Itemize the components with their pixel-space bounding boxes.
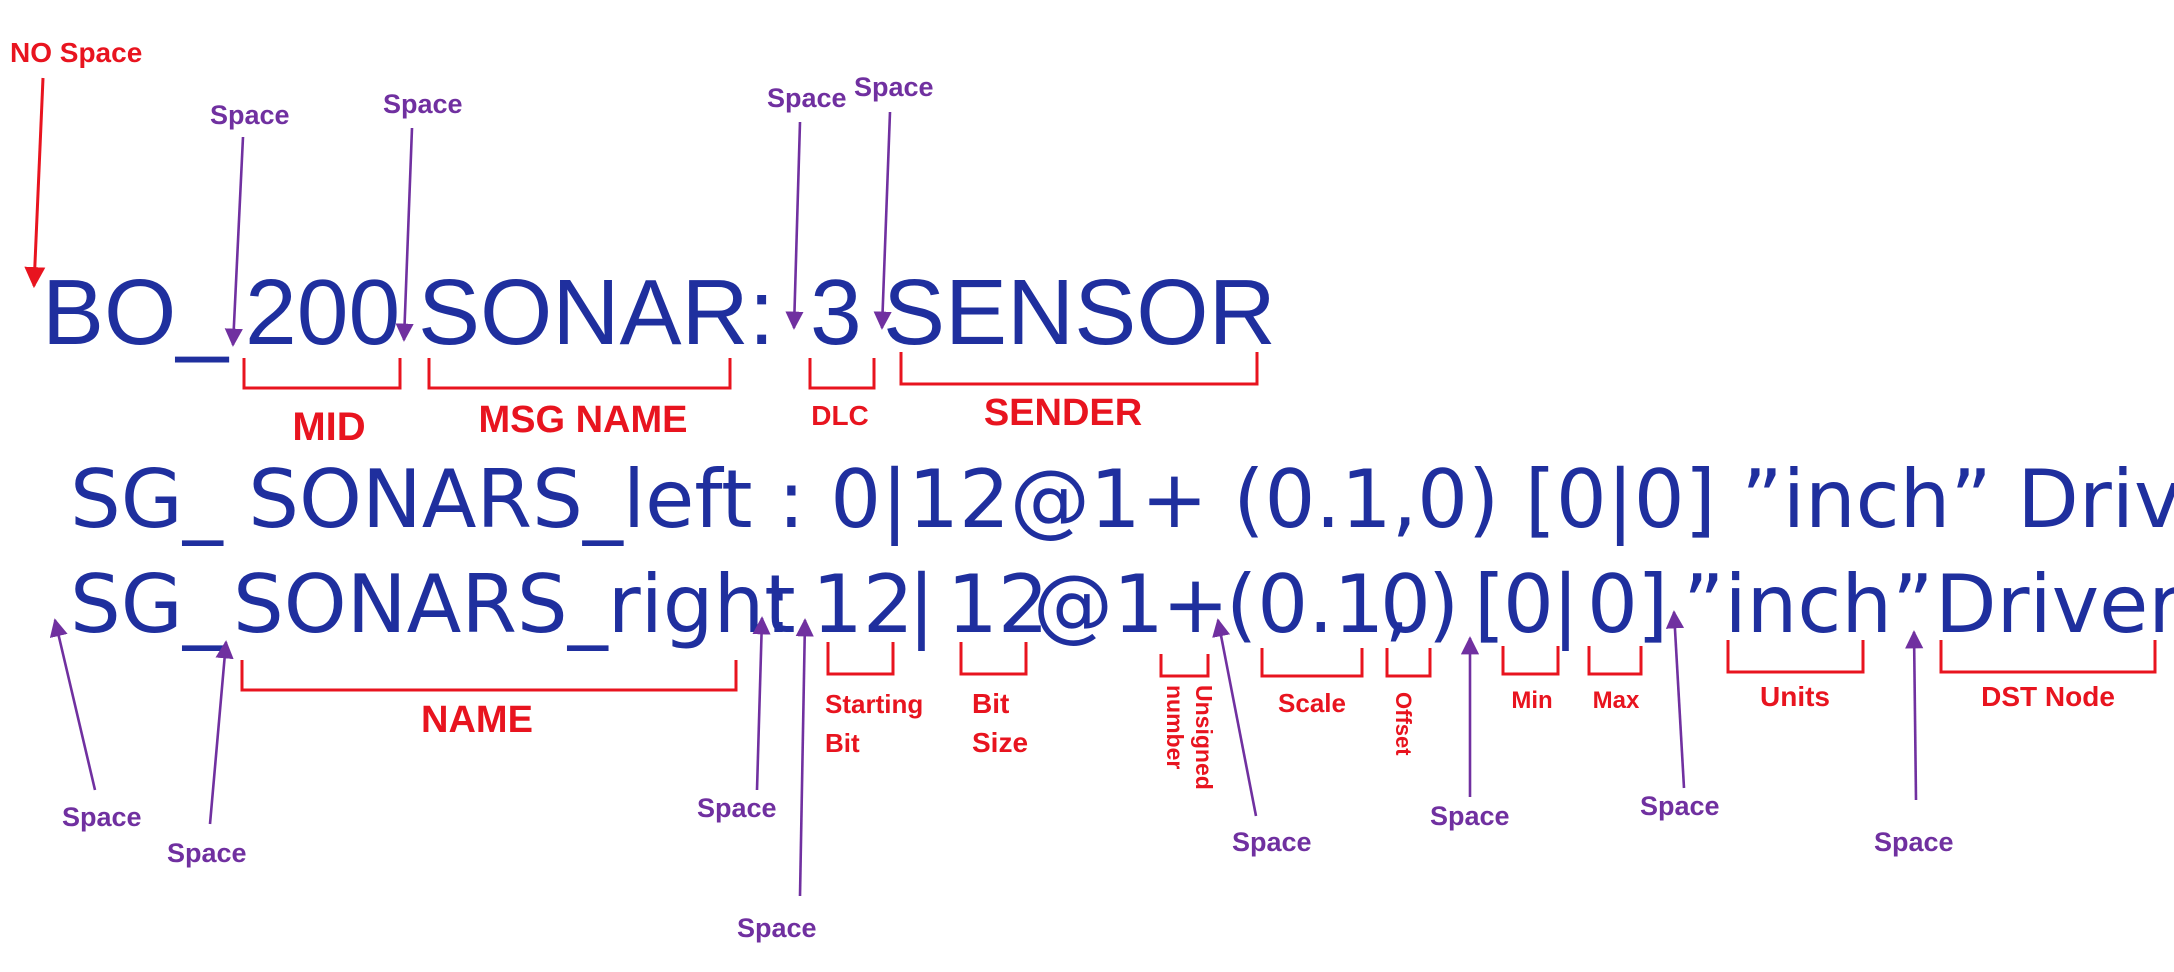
space-label-10: Space xyxy=(1430,801,1510,831)
bo-sender: SENSOR xyxy=(883,260,1276,364)
sg-right-max: 0 xyxy=(1587,558,1638,651)
no-space-arrow xyxy=(24,77,46,289)
space-label-1: Space xyxy=(210,100,290,130)
space-arrow-5 xyxy=(49,618,97,791)
bo-message-name: SONAR: xyxy=(418,260,775,364)
no-space-label: NO Space xyxy=(10,37,142,68)
space-label-3: Space xyxy=(767,83,847,113)
sg-right-range-pipe: | xyxy=(1552,558,1579,652)
starting-bit-label-line2: Bit xyxy=(825,728,860,758)
dst-node-bracket xyxy=(1939,640,2157,674)
bo-annotations: MID MSG NAME DLC SENDER xyxy=(242,352,1259,449)
space-arrow-12 xyxy=(1905,630,1924,801)
bo-dlc: 3 xyxy=(810,260,862,364)
no-space-annotation: NO Space xyxy=(10,37,142,289)
space-label-12: Space xyxy=(1874,827,1954,857)
name-bracket xyxy=(240,660,738,692)
bit-size-bracket xyxy=(959,642,1028,676)
sg-right-byte-order: @1 xyxy=(1033,558,1164,651)
sg-right-bit-size: 12 xyxy=(947,558,1049,651)
starting-bit-label-line1: Starting xyxy=(825,689,923,719)
bit-size-label-line1: Bit xyxy=(972,688,1009,719)
bit-size-label-line2: Size xyxy=(972,727,1028,758)
dst-node-label: DST Node xyxy=(1981,681,2115,712)
units-bracket xyxy=(1726,640,1865,674)
space-label-9: Space xyxy=(1232,827,1312,857)
sg-right-sign: + xyxy=(1162,558,1229,651)
starting-bit-bracket xyxy=(826,642,895,676)
space-arrow-11 xyxy=(1665,610,1686,789)
sg-space-annotations: Space Space Space Space Space Space Spac… xyxy=(49,610,1954,943)
space-label-4: Space xyxy=(854,72,934,102)
dlc-label: DLC xyxy=(811,400,869,431)
space-label-2: Space xyxy=(383,89,463,119)
name-label: NAME xyxy=(421,699,533,741)
sg-right-colon: : xyxy=(765,558,792,651)
space-arrow-7 xyxy=(752,616,771,791)
dlc-bracket xyxy=(808,358,876,390)
sign-bracket xyxy=(1159,654,1210,678)
offset-label: Offset xyxy=(1391,692,1416,756)
sender-bracket xyxy=(899,352,1259,386)
space-arrow-6 xyxy=(208,640,234,825)
scale-label: Scale xyxy=(1278,688,1346,718)
sg-right-receiver: Driver xyxy=(1935,558,2174,651)
max-bracket xyxy=(1587,646,1643,676)
mid-bracket xyxy=(242,358,402,390)
sg-right-range-close: ] xyxy=(1637,558,1668,651)
sg-right-scale: (0.1, xyxy=(1226,558,1410,651)
sg-right-scale-close: ) xyxy=(1428,558,1459,651)
sg-right-range-open: [ xyxy=(1474,558,1505,651)
sg-right-units: ”inch” xyxy=(1683,558,1934,651)
scale-bracket xyxy=(1260,648,1364,678)
msg-name-label: MSG NAME xyxy=(479,399,688,441)
sg-right-pipe: | xyxy=(908,558,935,652)
space-label-8: Space xyxy=(737,913,817,943)
space-arrow-9 xyxy=(1212,618,1258,817)
min-bracket xyxy=(1501,646,1560,676)
space-label-7: Space xyxy=(697,793,777,823)
bo-space-annotations: Space Space Space Space xyxy=(210,72,934,347)
max-label: Max xyxy=(1593,687,1640,714)
unsigned-label-line1: Unsigned xyxy=(1191,685,1217,790)
bo-mid: 200 xyxy=(245,260,400,364)
mid-label: MID xyxy=(292,405,365,449)
sg-left-line: SG_ SONARS_left : 0|12@1+ (0.1,0) [0|0] … xyxy=(70,453,2174,547)
bo-keyword: BO_ xyxy=(42,260,229,364)
space-arrow-3 xyxy=(785,121,804,330)
sg-right-start-bit: 12 xyxy=(812,558,914,651)
space-label-5: Space xyxy=(62,802,142,832)
space-arrow-1 xyxy=(224,136,245,347)
sg-right-min: 0 xyxy=(1503,558,1554,651)
sg-right-keyword: SG_ xyxy=(70,558,224,651)
space-arrow-8 xyxy=(795,618,814,897)
offset-bracket xyxy=(1385,648,1432,678)
unsigned-label-line2: number xyxy=(1162,685,1188,769)
sg-right-signal-name: SONARS_right xyxy=(233,558,796,651)
space-label-11: Space xyxy=(1640,791,1720,821)
sender-label: SENDER xyxy=(984,392,1142,434)
sg-right-line: SG_ SONARS_right : 12 | 12 @1 + (0.1, 0 … xyxy=(70,558,2174,652)
msg-name-bracket xyxy=(427,358,732,390)
min-label: Min xyxy=(1511,687,1552,714)
sg-right-offset: 0 xyxy=(1380,558,1431,651)
units-label: Units xyxy=(1760,681,1830,712)
space-label-6: Space xyxy=(167,838,247,868)
space-arrow-2 xyxy=(395,127,414,342)
space-arrow-4 xyxy=(873,111,892,330)
bo-line: BO_ 200 SONAR: 3 SENSOR xyxy=(42,260,1276,364)
sg-annotations: NAME Starting Bit Bit Size Unsigned numb… xyxy=(240,640,2157,790)
